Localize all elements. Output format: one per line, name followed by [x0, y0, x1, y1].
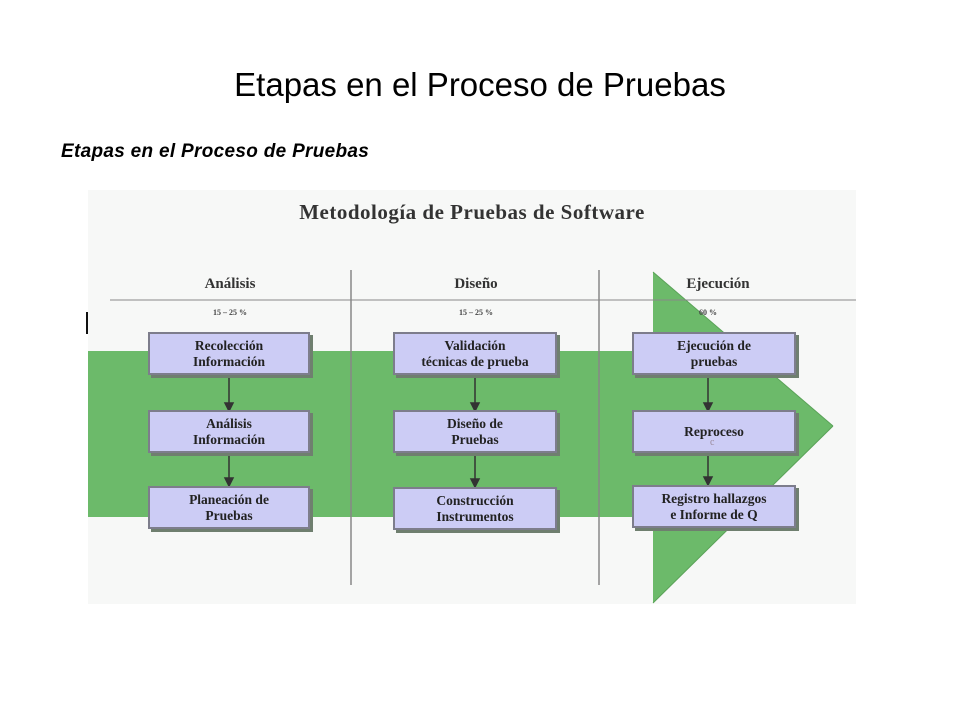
step-analisis-informacion: Análisis Información	[148, 410, 310, 453]
connector-2b-head	[469, 478, 481, 489]
connector-2a-head	[469, 402, 481, 413]
bullet-mark	[86, 312, 89, 334]
column-percent-analisis: 15 – 25 %	[213, 308, 247, 317]
column-header-ejecucion: Ejecución	[686, 276, 750, 292]
slide-subtitle: Etapas en el Proceso de Pruebas	[61, 141, 370, 162]
column-header-diseno: Diseño	[454, 276, 498, 292]
step-validacion-tecnicas: Validación técnicas de prueba	[393, 332, 557, 375]
step-recoleccion-informacion: Recolección Información	[148, 332, 310, 375]
connector-3a-head	[702, 402, 714, 413]
connector-1a-head	[223, 402, 235, 413]
connector-1b-head	[223, 477, 235, 488]
column-header-analisis: Análisis	[204, 276, 256, 292]
step-ejecucion-pruebas: Ejecución de pruebas	[632, 332, 796, 375]
connectors	[223, 376, 714, 489]
column-percent-diseno: 15 – 25 %	[459, 308, 493, 317]
step-construccion-instrumentos: Construcción Instrumentos	[393, 487, 557, 530]
step-diseno-pruebas: Diseño de Pruebas	[393, 410, 557, 453]
step-registro-hallazgos: Registro hallazgos e Informe de Q	[632, 485, 796, 528]
diagram-title: Metodología de Pruebas de Software	[299, 200, 645, 224]
connector-3b-head	[702, 476, 714, 487]
diagram-canvas	[88, 190, 856, 604]
methodology-diagram: Metodología de Pruebas de Software Análi…	[88, 190, 856, 604]
column-percent-ejecucion: 60 %	[699, 308, 717, 317]
step-reproceso: Reproceso	[632, 410, 796, 453]
step-planeacion-pruebas: Planeación de Pruebas	[148, 486, 310, 529]
slide-title: Etapas en el Proceso de Pruebas	[234, 66, 726, 103]
reproceso-small-mark: c	[710, 437, 715, 448]
